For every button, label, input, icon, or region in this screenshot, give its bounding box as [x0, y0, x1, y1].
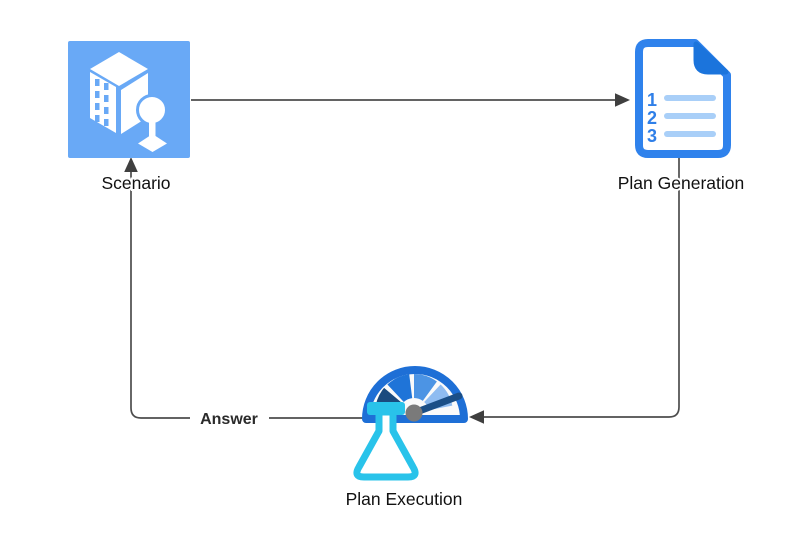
edge-label-background — [190, 407, 269, 428]
arrowhead-right-icon — [615, 93, 630, 107]
building-windows — [95, 79, 109, 126]
list-line-3 — [664, 131, 716, 137]
scenario-label: Scenario — [101, 173, 170, 193]
building-roof — [90, 52, 148, 86]
plan-execution-node: Plan Execution — [344, 366, 468, 511]
arrowhead-up-icon — [124, 157, 138, 172]
flask-icon — [353, 402, 419, 481]
location-pin-icon — [136, 94, 168, 152]
edge-line — [483, 158, 680, 418]
plan-execution-label: Plan Execution — [346, 489, 463, 509]
edge-plan-execution-to-scenario: Answer — [124, 157, 368, 428]
plan-generation-node: 1 2 3 Plan Generation — [616, 39, 746, 195]
list-number-1: 1 — [647, 90, 657, 110]
gauge-flask-icon — [353, 366, 468, 481]
document-fold — [693, 41, 729, 75]
list-line-1 — [664, 95, 716, 101]
gauge-hub — [405, 404, 423, 422]
list-number-3: 3 — [647, 126, 657, 146]
answer-edge-label: Answer — [200, 411, 258, 428]
plan-generation-label: Plan Generation — [618, 173, 744, 193]
building-icon — [90, 52, 168, 152]
edge-plan-generation-to-plan-execution — [469, 158, 680, 424]
scenario-node: Scenario — [68, 41, 190, 195]
arrowhead-left-icon — [469, 410, 484, 424]
flask-body — [353, 408, 419, 481]
list-number-2: 2 — [647, 108, 657, 128]
edge-scenario-to-plan-generation — [191, 93, 630, 107]
numbered-list-document-icon: 1 2 3 — [635, 39, 731, 158]
edge-line — [130, 172, 368, 419]
list-line-2 — [664, 113, 716, 119]
gauge-segment-3 — [414, 374, 437, 401]
gauge-segment-2 — [387, 374, 413, 402]
